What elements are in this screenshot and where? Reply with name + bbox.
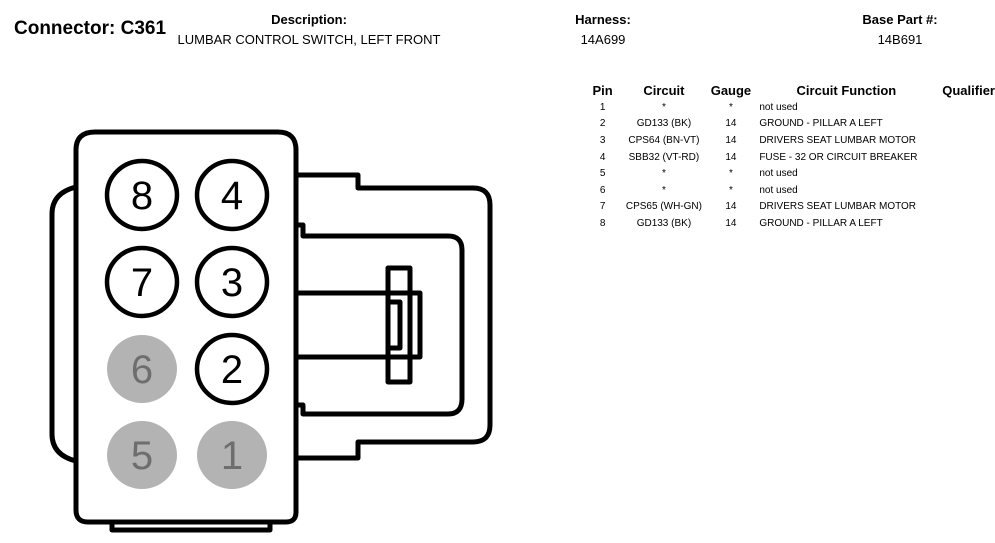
cell-gauge: 14	[725, 151, 737, 163]
connector-diagram: 8 4 7 3 6 2 5 1	[49, 129, 493, 533]
pin-8-label: 8	[131, 174, 153, 218]
header-circuit: Circuit	[643, 82, 685, 98]
table-row: 2 GD133 (BK) 14 GROUND - PILLAR A LEFT	[586, 116, 995, 133]
cell-pin: 3	[599, 134, 606, 146]
connector-left-latch	[49, 184, 79, 464]
pin-1-circle	[197, 421, 267, 489]
cell-qualifier	[933, 149, 995, 166]
pin-5-label: 5	[131, 434, 153, 478]
cell-pin: 1	[599, 101, 606, 113]
table-row: 5 * * not used	[586, 165, 995, 182]
cell-circuit: CPS64 (BN-VT)	[628, 134, 700, 146]
base-part-title: Base Part #:	[862, 12, 938, 27]
table-row: 6 * * not used	[586, 182, 995, 199]
cell-circuit-function: not used	[759, 101, 798, 113]
cell-circuit: CPS65 (WH-GN)	[625, 201, 702, 213]
pin-table-header: Pin Circuit Gauge Circuit Function Quali…	[586, 81, 995, 99]
pin-6-label: 6	[131, 348, 153, 392]
cell-circuit-function: not used	[759, 184, 798, 196]
cell-circuit: *	[661, 168, 666, 180]
connector-bottom-tab	[109, 519, 273, 533]
cell-qualifier	[933, 182, 995, 199]
pin-2-circle	[194, 332, 270, 406]
connector-latch-bracket	[385, 265, 413, 385]
cell-circuit: GD133 (BK)	[636, 217, 692, 229]
cell-pin: 7	[599, 201, 606, 213]
cell-gauge: 14	[725, 217, 737, 229]
pin-1-label: 1	[221, 434, 243, 478]
header-circuit-function: Circuit Function	[796, 82, 897, 98]
description-title: Description:	[271, 12, 347, 27]
header-gauge: Gauge	[710, 82, 752, 98]
pin-2-label: 2	[221, 348, 243, 392]
connector-right-housing	[293, 172, 493, 461]
cell-pin: 6	[599, 184, 606, 196]
connector-latch-rib	[385, 299, 403, 351]
pin-7-circle	[104, 245, 180, 319]
header-qualifier: Qualifier	[942, 82, 995, 98]
cell-qualifier	[933, 116, 995, 133]
cell-gauge: *	[728, 168, 733, 180]
harness-value: 14A699	[580, 32, 626, 47]
connector-body-outline	[73, 129, 299, 525]
pin-3-label: 3	[221, 261, 243, 305]
pin-4-circle	[194, 158, 270, 232]
cell-qualifier	[933, 199, 995, 216]
cell-pin: 5	[599, 168, 606, 180]
cell-circuit: SBB32 (VT-RD)	[628, 151, 700, 163]
cell-circuit: GD133 (BK)	[636, 118, 692, 130]
cell-qualifier	[933, 132, 995, 149]
cell-circuit-function: DRIVERS SEAT LUMBAR MOTOR	[759, 134, 917, 146]
pin-7-label: 7	[131, 261, 153, 305]
cell-circuit-function: GROUND - PILLAR A LEFT	[759, 217, 883, 229]
cell-qualifier	[933, 165, 995, 182]
cell-gauge: 14	[725, 201, 737, 213]
cell-circuit-function: GROUND - PILLAR A LEFT	[759, 118, 883, 130]
pin-5-circle	[107, 421, 177, 489]
table-row: 8 GD133 (BK) 14 GROUND - PILLAR A LEFT	[586, 215, 995, 232]
cell-circuit: *	[661, 101, 666, 113]
connector-slot	[295, 290, 423, 360]
pin-3-circle	[194, 245, 270, 319]
pin-6-circle	[107, 335, 177, 403]
connector-label: Connector: C361	[14, 18, 167, 39]
base-part-value: 14B691	[877, 32, 923, 47]
cell-qualifier	[933, 215, 995, 232]
table-row: 3 CPS64 (BN-VT) 14 DRIVERS SEAT LUMBAR MOTO…	[586, 132, 995, 149]
table-row: 7 CPS65 (WH-GN) 14 DRIVERS SEAT LUMBAR MOTO…	[586, 199, 995, 216]
cell-pin: 4	[599, 151, 606, 163]
connector-inner-track	[293, 212, 465, 417]
header-pin: Pin	[592, 82, 613, 98]
description-value: LUMBAR CONTROL SWITCH, LEFT FRONT	[177, 32, 441, 47]
pin-table: Pin Circuit Gauge Circuit Function Quali…	[586, 81, 995, 232]
cell-gauge: 14	[725, 118, 737, 130]
table-row: 4 SBB32 (VT-RD) 14 FUSE - 32 OR CIRCUIT BRE…	[586, 149, 995, 166]
pin-4-label: 4	[221, 174, 243, 218]
cell-circuit-function: not used	[759, 168, 798, 180]
cell-qualifier	[933, 99, 995, 116]
cell-gauge: 14	[725, 134, 737, 146]
cell-circuit: *	[661, 184, 666, 196]
cell-gauge: *	[728, 184, 733, 196]
cell-pin: 2	[599, 118, 606, 130]
pin-8-circle	[104, 158, 180, 232]
table-row: 1 * * not used	[586, 99, 995, 116]
cell-circuit-function: DRIVERS SEAT LUMBAR MOTOR	[759, 201, 917, 213]
cell-pin: 8	[599, 217, 606, 229]
cell-circuit-function: FUSE - 32 OR CIRCUIT BREAKER	[759, 151, 918, 163]
cell-gauge: *	[728, 101, 733, 113]
harness-title: Harness:	[575, 12, 631, 27]
